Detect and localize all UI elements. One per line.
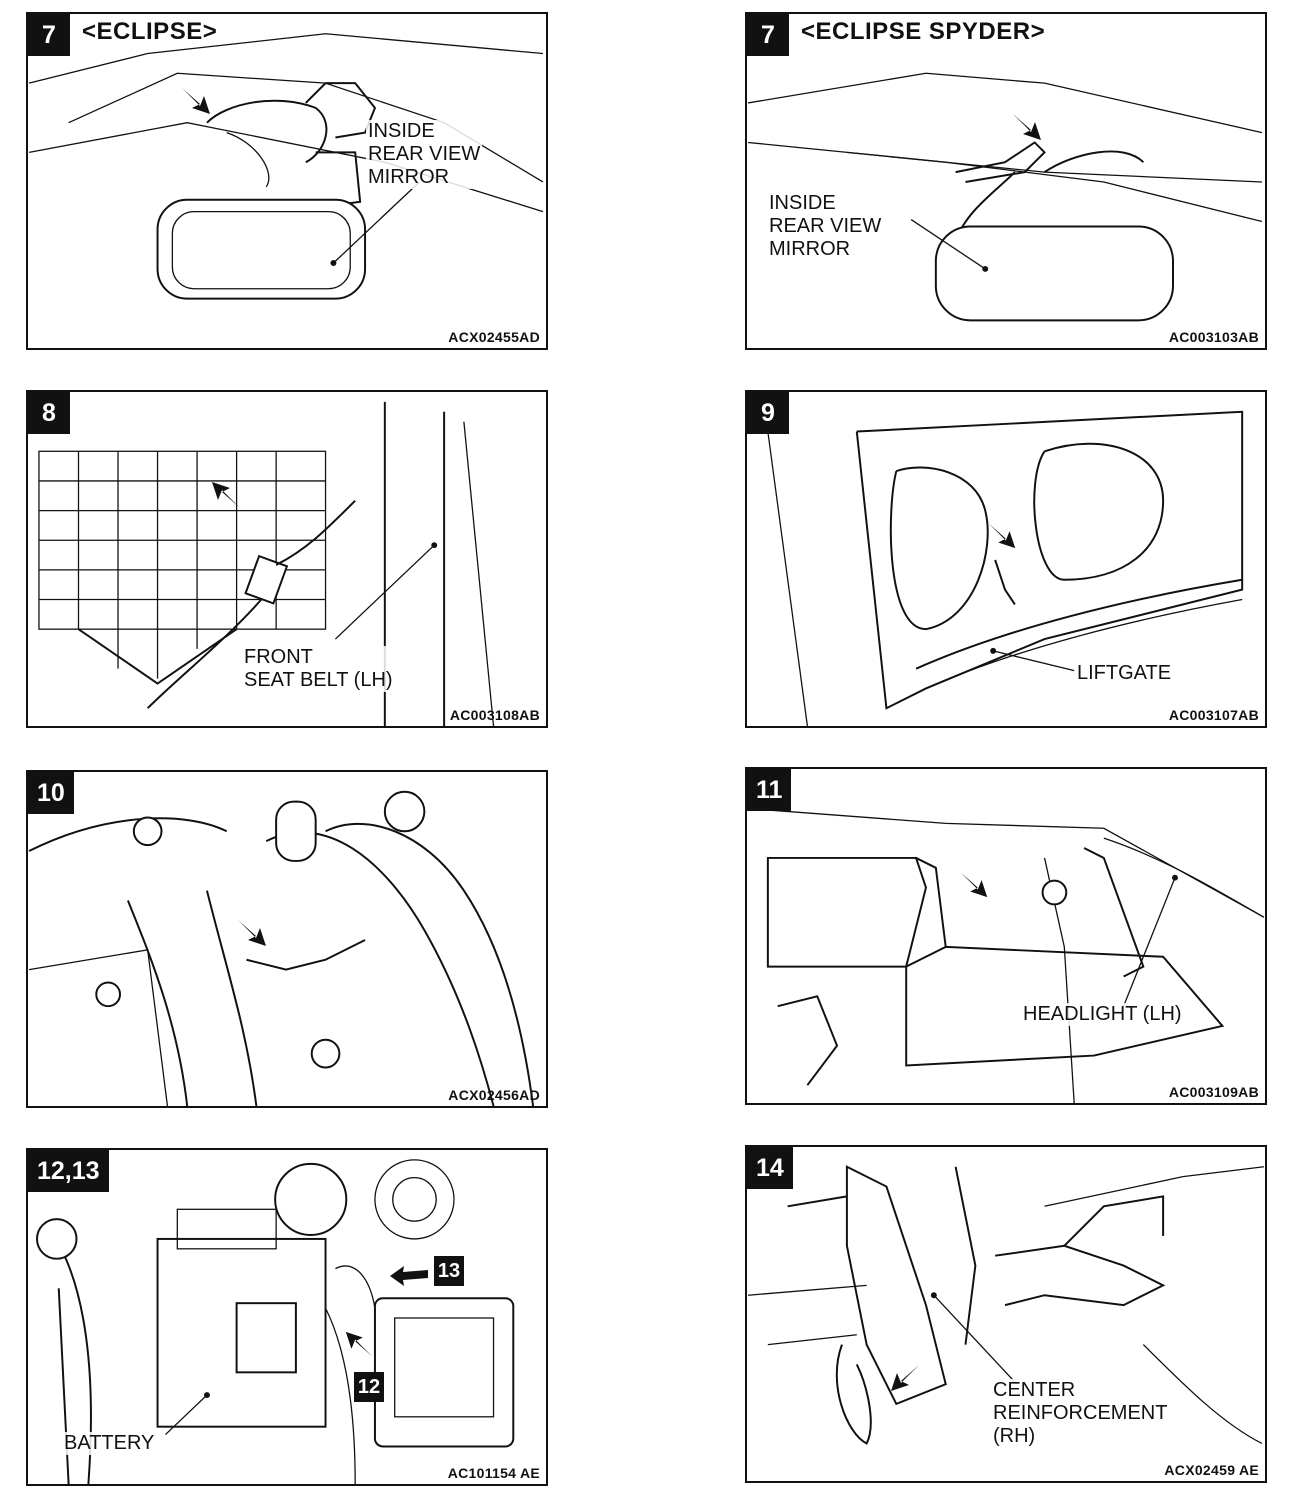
down-right-arrow-icon <box>958 870 988 898</box>
step-number: 11 <box>747 769 792 811</box>
figure-code: ACX02456AD <box>448 1087 540 1103</box>
left-arrow-icon <box>390 1266 428 1286</box>
step-number: 7 <box>28 14 70 56</box>
center-reinforcement-illustration <box>748 1165 1264 1445</box>
panel-12-13: 12,13 13 12 BATTERY AC101154 AE <box>26 1148 548 1486</box>
seat-belt-label: FRONT SEAT BELT (LH) <box>242 646 395 692</box>
down-right-arrow-icon <box>236 918 266 946</box>
panel-7-eclipse-spyder: 7 <ECLIPSE SPYDER> INSIDE REAR VIEW MIRR… <box>745 12 1267 350</box>
figure-code: AC003107AB <box>1168 707 1259 723</box>
callout-13: 13 <box>434 1256 464 1286</box>
battery-ground-illustration <box>36 1159 515 1484</box>
step-number: 14 <box>747 1147 793 1189</box>
figure-code: ACX02459 AE <box>1164 1462 1259 1478</box>
figure-code: AC003103AB <box>1168 329 1259 345</box>
figure-code: ACX02455AD <box>448 329 540 345</box>
panel-10: 10 ACX02456AD <box>26 770 548 1108</box>
mirror-wiring-illustration <box>747 72 1263 322</box>
engine-ground-illustration <box>28 790 535 1106</box>
down-right-arrow-icon <box>180 86 210 114</box>
panel-7-eclipse: 7 <ECLIPSE> INSIDE REAR VIEW MIRROR ACX0… <box>26 12 548 350</box>
panel-9: 9 LIFTGATE AC003107AB <box>745 390 1267 728</box>
liftgate-label: LIFTGATE <box>1075 662 1174 685</box>
mirror-wiring-illustration <box>28 33 544 300</box>
panel-14: 14 CENTER REINFORCEMENT (RH) ACX02459 AE <box>745 1145 1267 1483</box>
down-right-arrow-icon <box>1011 112 1041 140</box>
step-number: 9 <box>747 392 789 434</box>
up-left-arrow-icon <box>345 1331 375 1359</box>
down-left-arrow-icon <box>891 1363 921 1391</box>
panel-8: 8 FRONT SEAT BELT (LH) AC003108AB <box>26 390 548 728</box>
figure-code: AC003108AB <box>449 707 540 723</box>
seat-belt-wiring-illustration <box>38 401 495 726</box>
figure-code: AC003109AB <box>1168 1084 1259 1100</box>
headlight-wiring-illustration <box>748 807 1265 1103</box>
down-right-arrow-icon <box>986 521 1016 549</box>
step-number: 12,13 <box>28 1150 109 1192</box>
mirror-label: INSIDE REAR VIEW MIRROR <box>366 120 483 189</box>
step-number: 7 <box>747 14 789 56</box>
battery-label: BATTERY <box>62 1432 157 1455</box>
reinforcement-label: CENTER REINFORCEMENT (RH) <box>991 1379 1170 1448</box>
variant-label: <ECLIPSE> <box>82 18 218 45</box>
step-number: 10 <box>28 772 74 814</box>
mirror-label: INSIDE REAR VIEW MIRROR <box>767 192 884 261</box>
figure-code: AC101154 AE <box>447 1465 540 1481</box>
variant-label: <ECLIPSE SPYDER> <box>801 18 1046 45</box>
up-left-arrow-icon <box>212 482 242 510</box>
step-number: 8 <box>28 392 70 434</box>
liftgate-wiring-illustration <box>767 410 1244 726</box>
callout-12: 12 <box>354 1372 384 1402</box>
panel-11: 11 HEADLIGHT (LH) AC003109AB <box>745 767 1267 1105</box>
headlight-label: HEADLIGHT (LH) <box>1021 1003 1184 1026</box>
